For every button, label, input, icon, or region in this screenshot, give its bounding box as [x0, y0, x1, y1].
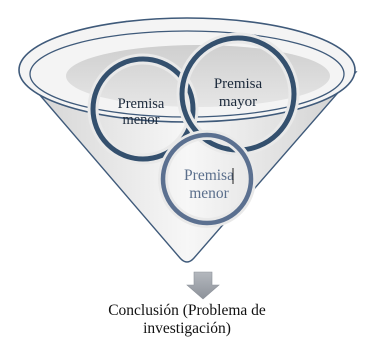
conclusion-label-line-1: Conclusión (Problema de [108, 302, 266, 319]
node-premisa-menor-left-label-2: menor [122, 112, 159, 128]
conclusion-label-line-2: investigación) [143, 320, 231, 337]
node-premisa-menor-left: Premisa menor [87, 53, 199, 165]
node-premisa-menor-bottom-label-1: Premisa [184, 167, 234, 184]
node-premisa-menor-bottom: Premisa menor [158, 130, 256, 228]
node-premisa-menor-bottom-label-2: menor [189, 185, 229, 202]
funnel-body [18, 71, 358, 263]
node-premisa-mayor-label-1: Premisa [214, 76, 263, 92]
node-premisa-mayor-label-2: mayor [219, 94, 257, 110]
node-premisa-menor-left-label-1: Premisa [118, 96, 165, 112]
down-arrow-icon [186, 271, 220, 300]
